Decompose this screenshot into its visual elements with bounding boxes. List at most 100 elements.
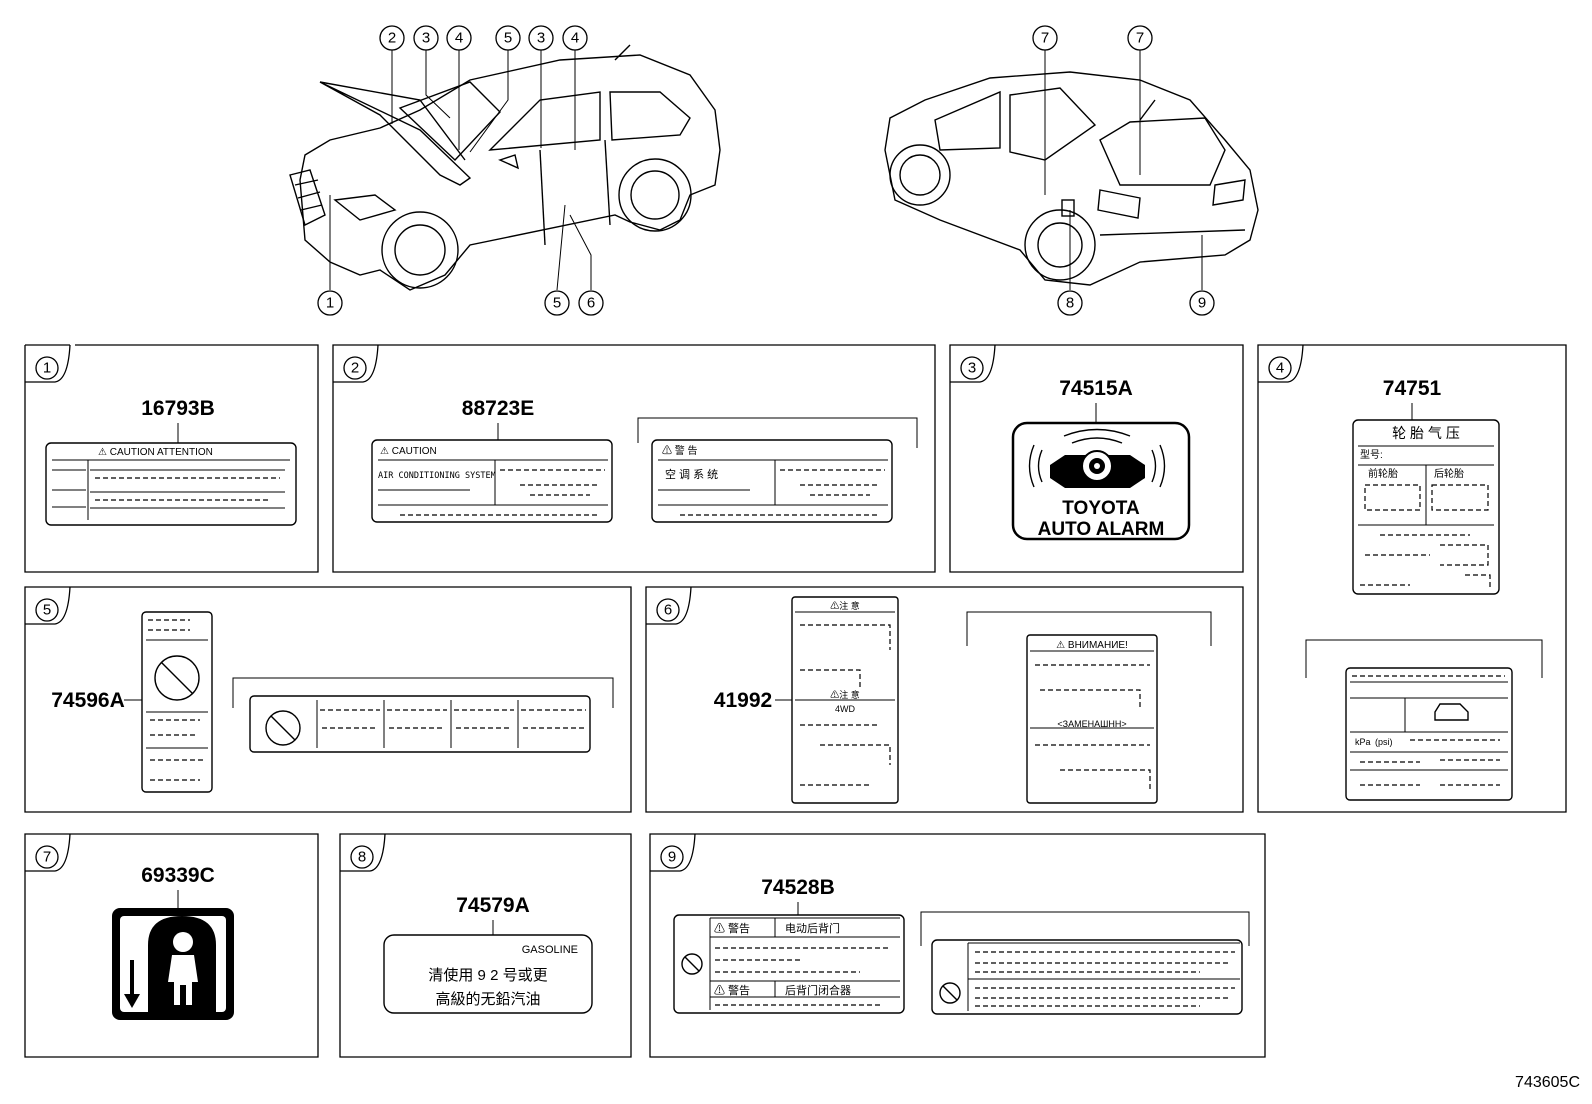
panel-1[interactable]: 1 16793B ⚠ CAUTION ATTENTION xyxy=(24,344,319,573)
svg-text:(psi): (psi) xyxy=(1375,737,1393,747)
svg-text:9: 9 xyxy=(668,849,676,866)
callout-7[interactable]: 7 xyxy=(1032,25,1058,51)
svg-text:电动后背门: 电动后背门 xyxy=(785,921,840,935)
svg-text:后背门闭合器: 后背门闭合器 xyxy=(785,983,851,997)
label-74751-tire-pressure: 轮 胎 气 压 型号: 前轮胎 后轮胎 xyxy=(1352,419,1500,595)
label-74528B-cn: ⚠ 警告 电动后背门 ⚠ 警告 后背门闭合器 xyxy=(673,914,905,1014)
top-callouts: 2 3 4 5 3 4 1 5 6 7 7 8 9 xyxy=(317,25,1215,316)
label-74596A-vertical xyxy=(141,611,213,793)
svg-text:AUTO ALARM: AUTO ALARM xyxy=(1038,519,1165,540)
part-number-16793B: 16793B xyxy=(141,397,215,420)
label-41992: ⚠注 意 ⚠注 意 4WD xyxy=(791,596,899,804)
svg-text:1: 1 xyxy=(326,295,334,312)
part-number-88723E: 88723E xyxy=(462,397,534,420)
label-74528B-en xyxy=(931,939,1243,1015)
diagram-code: 743605C xyxy=(1515,1074,1580,1091)
part-number-74596A: 74596A xyxy=(51,689,125,712)
svg-text:8: 8 xyxy=(358,849,366,866)
svg-text:7: 7 xyxy=(1136,30,1144,47)
svg-text:AIR CONDITIONING SYSTEM: AIR CONDITIONING SYSTEM xyxy=(378,471,496,481)
panel-3-callout: 3 xyxy=(960,356,984,380)
label-74751-secondary: kPa (psi) xyxy=(1345,667,1513,801)
panel-3[interactable]: 3 74515A TOYOTA AUTO ALARM xyxy=(949,344,1244,573)
panel-2-callout: 2 xyxy=(343,356,367,380)
svg-text:3: 3 xyxy=(537,30,545,47)
panel-5[interactable]: 5 74596A xyxy=(24,586,632,813)
callout-5b[interactable]: 5 xyxy=(544,290,570,316)
callout-4b[interactable]: 4 xyxy=(562,25,588,51)
svg-text:⚠ 警告: ⚠ 警告 xyxy=(714,921,750,935)
svg-text:轮 胎 气 压: 轮 胎 气 压 xyxy=(1392,425,1460,441)
panel-6[interactable]: 6 41992 ⚠注 意 ⚠注 意 4WD ⚠ ВНИМАНИЕ! <ЗАМЕН… xyxy=(645,586,1244,813)
trunk-release-pictogram-icon xyxy=(112,908,234,1020)
panel-5-callout: 5 xyxy=(35,598,59,622)
svg-text:后轮胎: 后轮胎 xyxy=(1434,467,1464,480)
panel-9[interactable]: 9 74528B ⚠ 警告 电动后背门 ⚠ 警告 后背门闭合器 xyxy=(649,833,1266,1058)
panel-7[interactable]: 7 69339C xyxy=(24,833,319,1058)
callout-6[interactable]: 6 xyxy=(578,290,604,316)
label-88723E-cn: ⚠ 警 告 空 调 系 统 xyxy=(651,439,893,523)
svg-text:4: 4 xyxy=(1276,360,1284,377)
panel-7-callout: 7 xyxy=(35,845,59,869)
callout-3b[interactable]: 3 xyxy=(528,25,554,51)
panel-4[interactable]: 4 74751 轮 胎 气 压 型号: 前轮胎 后轮胎 kPa (psi) xyxy=(1257,344,1567,813)
svg-text:9: 9 xyxy=(1198,295,1206,312)
svg-text:⚠注 意: ⚠注 意 xyxy=(830,689,860,700)
svg-text:1: 1 xyxy=(43,360,51,377)
svg-text:4WD: 4WD xyxy=(835,704,856,714)
svg-text:⚠注 意: ⚠注 意 xyxy=(830,600,860,611)
svg-text:8: 8 xyxy=(1066,295,1074,312)
label-41992-ru: ⚠ ВНИМАНИЕ! <ЗАМЕНАШНН> xyxy=(1026,634,1158,804)
front-leader-lines xyxy=(329,50,592,291)
svg-text:空 调 系 统: 空 调 系 统 xyxy=(665,467,718,481)
svg-text:4: 4 xyxy=(455,30,463,47)
rear-leader-lines xyxy=(1044,50,1203,290)
label-toyota-auto-alarm: TOYOTA AUTO ALARM xyxy=(1011,421,1191,541)
svg-text:3: 3 xyxy=(968,360,976,377)
svg-text:kPa: kPa xyxy=(1355,737,1371,747)
svg-text:6: 6 xyxy=(664,602,672,619)
front-vehicle-illustration xyxy=(289,44,721,291)
panel-6-callout: 6 xyxy=(656,598,680,622)
svg-text:6: 6 xyxy=(587,295,595,312)
alarm-siren-icon xyxy=(1028,428,1166,488)
svg-text:⚠ CAUTION ATTENTION: ⚠ CAUTION ATTENTION xyxy=(98,447,213,458)
callout-2[interactable]: 2 xyxy=(379,25,405,51)
label-16793B: ⚠ CAUTION ATTENTION xyxy=(45,442,297,526)
part-number-41992: 41992 xyxy=(714,689,772,712)
callout-5[interactable]: 5 xyxy=(495,25,521,51)
svg-text:清使用 9 2 号或更: 清使用 9 2 号或更 xyxy=(428,967,547,984)
svg-text:5: 5 xyxy=(504,30,512,47)
rear-vehicle-illustration xyxy=(884,71,1259,286)
part-number-74751: 74751 xyxy=(1383,377,1442,400)
callout-8[interactable]: 8 xyxy=(1057,290,1083,316)
svg-text:2: 2 xyxy=(351,360,359,377)
callout-4[interactable]: 4 xyxy=(446,25,472,51)
svg-text:⚠ 警告: ⚠ 警告 xyxy=(714,983,750,997)
panel-1-callout: 1 xyxy=(35,356,59,380)
svg-text:7: 7 xyxy=(1041,30,1049,47)
panel-2[interactable]: 2 88723E ⚠ CAUTION AIR CONDITIONING SYST… xyxy=(332,344,936,573)
part-number-74528B: 74528B xyxy=(761,876,835,899)
svg-text:⚠ ВНИМАНИЕ!: ⚠ ВНИМАНИЕ! xyxy=(1056,640,1128,651)
svg-text:2: 2 xyxy=(388,30,396,47)
svg-text:前轮胎: 前轮胎 xyxy=(1368,467,1398,480)
callout-7b[interactable]: 7 xyxy=(1127,25,1153,51)
svg-text:⚠ CAUTION: ⚠ CAUTION xyxy=(380,446,437,457)
callout-9[interactable]: 9 xyxy=(1189,290,1215,316)
callout-1[interactable]: 1 xyxy=(317,290,343,316)
svg-text:4: 4 xyxy=(571,30,579,47)
part-number-69339C: 69339C xyxy=(141,864,215,887)
svg-text:⚠ 警 告: ⚠ 警 告 xyxy=(662,444,698,457)
svg-text:7: 7 xyxy=(43,849,51,866)
svg-text:5: 5 xyxy=(553,295,561,312)
label-74579A-fuel: GASOLINE 清使用 9 2 号或更 高級的无鉛汽油 xyxy=(383,934,593,1014)
svg-text:TOYOTA: TOYOTA xyxy=(1062,498,1140,519)
callout-3[interactable]: 3 xyxy=(413,25,439,51)
label-88723E-en: ⚠ CAUTION AIR CONDITIONING SYSTEM xyxy=(371,439,613,523)
svg-text:<ЗАМЕНАШНН>: <ЗАМЕНАШНН> xyxy=(1057,719,1126,729)
label-74596A-horizontal xyxy=(249,695,591,753)
svg-text:3: 3 xyxy=(422,30,430,47)
panel-8[interactable]: 8 74579A GASOLINE 清使用 9 2 号或更 高級的无鉛汽油 xyxy=(339,833,632,1058)
